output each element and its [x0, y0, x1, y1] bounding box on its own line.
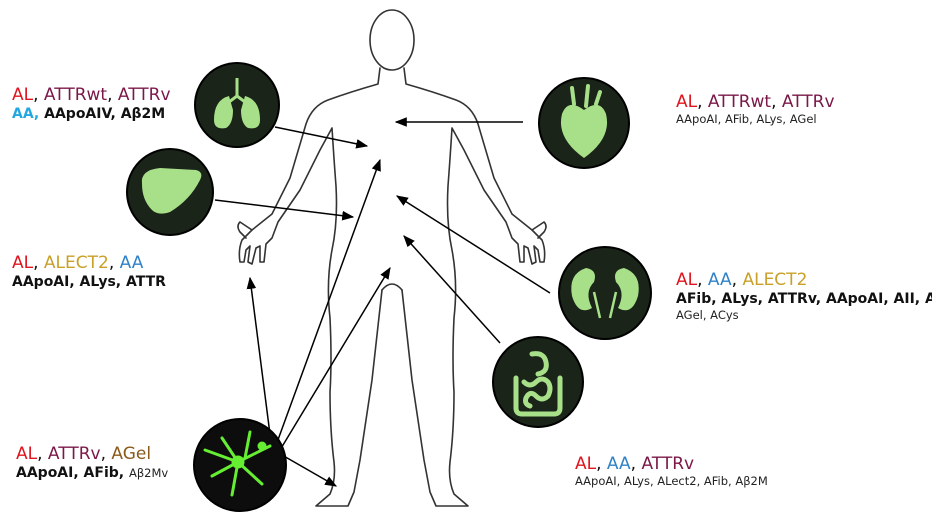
- human-body-outline: [238, 10, 546, 506]
- amyloid-type-segment: ALECT2: [44, 253, 109, 273]
- amyloid-type-segment: AApoAIV, Aβ2M: [44, 106, 165, 122]
- amyloid-type-segment: ATTRv: [48, 444, 101, 464]
- amyloid-type-segment: ,: [732, 270, 743, 290]
- amyloid-type-segment: AA: [120, 253, 144, 273]
- nerve-secondary-bold: AApoAI, AFib,: [16, 465, 129, 481]
- lungs-primary-types: AL, ATTRwt, ATTRv: [12, 85, 171, 105]
- neuron-organ-circle: [194, 419, 286, 511]
- amyloid-type-segment: ,: [631, 454, 642, 474]
- amyloid-type-segment: ATTRwt: [708, 92, 771, 112]
- heart-primary-types: AL, ATTRwt, ATTRv: [676, 92, 835, 112]
- amyloid-type-segment: AL: [16, 444, 37, 464]
- gut-secondary-types: AApoAI, ALys, ALect2, AFib, Aβ2M: [575, 474, 768, 489]
- lungs-amyloid-label: AL, ATTRwt, ATTRv AA, AApoAIV, Aβ2M: [12, 85, 171, 123]
- lungs-organ-circle: [195, 63, 279, 147]
- amyloid-type-segment: AL: [575, 454, 596, 474]
- amyloid-type-segment: AL: [676, 92, 697, 112]
- kidneys-secondary-types: AFib, ALys, ATTRv, AApoAI, AII, AIV: [676, 290, 932, 308]
- gut-primary-types: AL, AA, ATTRv: [575, 454, 768, 474]
- nerve-secondary-types: AApoAI, AFib, Aβ2Mv: [16, 464, 168, 482]
- arrow-kidneys-to-abdomen: [397, 196, 550, 293]
- amyloid-type-segment: AA: [708, 270, 732, 290]
- arrow-nerve-to-pelvis: [280, 268, 390, 450]
- amyloid-type-segment: ,: [107, 85, 118, 105]
- intestine-organ-circle: [493, 337, 583, 427]
- kidneys-tertiary-types: AGel, ACys: [676, 308, 932, 323]
- amyloid-type-segment: AL: [676, 270, 697, 290]
- kidneys-primary-types: AL, AA, ALECT2: [676, 270, 932, 290]
- arrow-lungs-to-chest: [275, 127, 367, 146]
- amyloid-type-segment: ATTRwt: [44, 85, 107, 105]
- amyloid-type-segment: AL: [12, 85, 33, 105]
- heart-secondary-types: AApoAI, AFib, ALys, AGel: [676, 112, 835, 127]
- amyloid-type-segment: ,: [33, 253, 44, 273]
- nerve-primary-types: AL, ATTRv, AGel: [16, 444, 168, 464]
- amyloid-type-segment: AL: [12, 253, 33, 273]
- amyloid-type-segment: ,: [101, 444, 112, 464]
- kidneys-organ-circle: [559, 247, 651, 339]
- liver-secondary-types: AApoAI, ALys, ATTR: [12, 273, 166, 291]
- amyloid-type-segment: ,: [33, 85, 44, 105]
- nerve-secondary-small: Aβ2Mv: [129, 466, 168, 480]
- amyloid-type-segment: ,: [37, 444, 48, 464]
- amyloid-type-segment: AGel: [111, 444, 151, 464]
- gut-amyloid-label: AL, AA, ATTRv AApoAI, ALys, ALect2, AFib…: [575, 454, 768, 489]
- heart-organ-circle: [539, 78, 629, 168]
- amyloid-type-segment: ,: [109, 253, 120, 273]
- amyloid-type-segment: AA: [607, 454, 631, 474]
- arrow-nerve-to-foot: [282, 455, 336, 486]
- kidneys-amyloid-label: AL, AA, ALECT2 AFib, ALys, ATTRv, AApoAI…: [676, 270, 932, 323]
- amyloid-type-segment: ,: [771, 92, 782, 112]
- lungs-secondary-types: AA, AApoAIV, Aβ2M: [12, 105, 171, 123]
- liver-organ-circle: [127, 149, 213, 235]
- liver-primary-types: AL, ALECT2, AA: [12, 253, 166, 273]
- amyloid-type-segment: ATTRv: [782, 92, 835, 112]
- amyloid-type-segment: AA,: [12, 106, 44, 122]
- amyloid-type-segment: ,: [697, 92, 708, 112]
- heart-amyloid-label: AL, ATTRwt, ATTRv AApoAI, AFib, ALys, AG…: [676, 92, 835, 127]
- amyloid-type-segment: ,: [697, 270, 708, 290]
- amyloid-type-segment: ATTRv: [641, 454, 694, 474]
- amyloid-type-segment: ALECT2: [742, 270, 807, 290]
- amyloid-type-segment: ,: [596, 454, 607, 474]
- liver-amyloid-label: AL, ALECT2, AA AApoAI, ALys, ATTR: [12, 253, 166, 291]
- amyloid-type-segment: ATTRv: [118, 85, 171, 105]
- nerve-amyloid-label: AL, ATTRv, AGel AApoAI, AFib, Aβ2Mv: [16, 444, 168, 482]
